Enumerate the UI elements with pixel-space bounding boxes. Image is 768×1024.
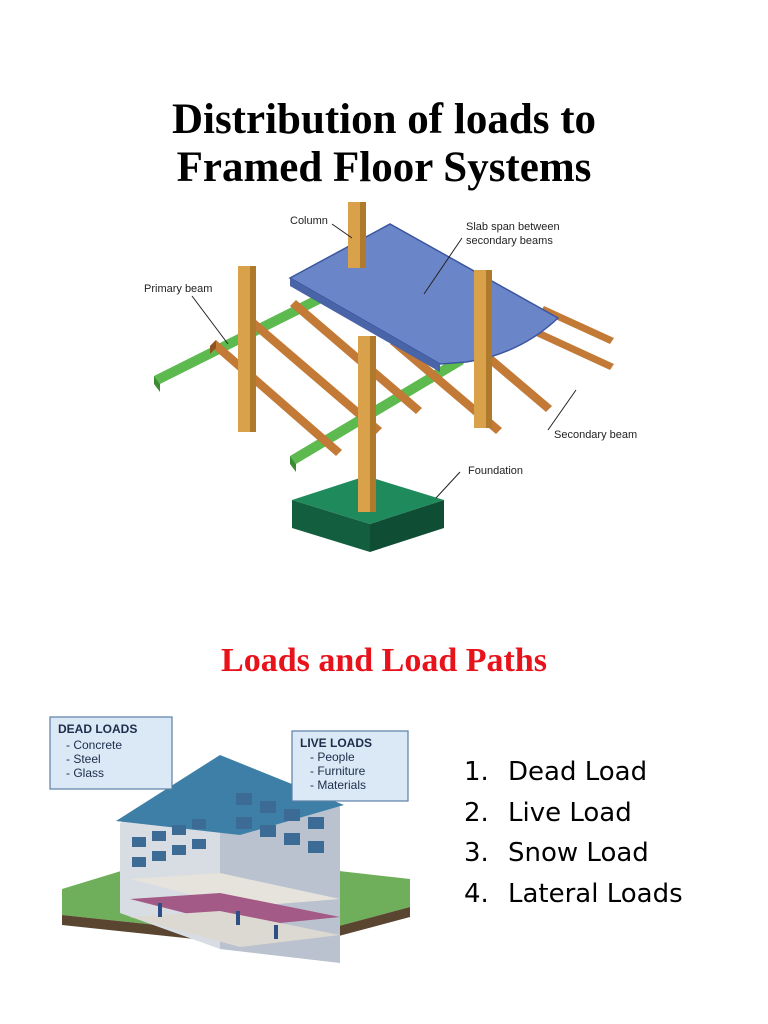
page-title: Distribution of loads to Framed Floor Sy… bbox=[0, 96, 768, 192]
list-item: 3. Snow Load bbox=[464, 833, 683, 874]
column-label: Column bbox=[290, 215, 328, 227]
columns bbox=[238, 202, 492, 512]
building-loads-diagram: DEAD LOADS - Concrete - Steel - Glass LI… bbox=[49, 716, 410, 963]
list-item-label: Snow Load bbox=[508, 838, 649, 869]
list-item: 2. Live Load bbox=[464, 793, 683, 834]
page-title-line-1: Distribution of loads to bbox=[171, 96, 597, 143]
live-loads-heading: LIVE LOADS bbox=[300, 736, 372, 750]
section-subtitle: Loads and Load Paths bbox=[221, 642, 547, 679]
leader-lines bbox=[191, 223, 577, 499]
list-item-number: 1. bbox=[464, 757, 489, 787]
secondary-beam-label: Secondary beam bbox=[554, 429, 637, 441]
dead-loads-heading: DEAD LOADS bbox=[58, 722, 137, 736]
list-item-number: 4. bbox=[464, 879, 489, 910]
live-loads-callout: LIVE LOADS - People - Furniture - Materi… bbox=[291, 730, 409, 802]
list-item-label: Dead Load bbox=[508, 757, 648, 787]
dead-loads-callout: DEAD LOADS - Concrete - Steel - Glass bbox=[49, 716, 173, 790]
slab-label-line-2: secondary beams bbox=[466, 235, 553, 247]
dead-loads-item: - Concrete bbox=[66, 738, 122, 752]
live-loads-item: - People bbox=[310, 750, 355, 764]
list-item: 4. Lateral Loads bbox=[464, 874, 683, 915]
list-item: 1. Dead Load bbox=[464, 752, 683, 793]
live-loads-item: - Furniture bbox=[310, 764, 366, 778]
list-item-label: Live Load bbox=[508, 797, 632, 828]
slab-label-line-1: Slab span between bbox=[466, 221, 560, 233]
live-loads-item: - Materials bbox=[310, 778, 366, 792]
list-item-number: 3. bbox=[464, 838, 489, 869]
load-type-list: 1. Dead Load 2. Live Load 3. Snow Load 4. La… bbox=[464, 752, 683, 915]
framed-floor-diagram: Column Slab span between secondary beams… bbox=[144, 202, 637, 552]
list-item-number: 2. bbox=[464, 797, 489, 828]
dead-loads-item: - Steel bbox=[66, 752, 101, 766]
foundation-label: Foundation bbox=[468, 465, 523, 477]
primary-beam-label: Primary beam bbox=[144, 283, 212, 295]
list-item-label: Lateral Loads bbox=[508, 879, 683, 910]
building-cutaway bbox=[62, 755, 410, 963]
page-title-line-2: Framed Floor Systems bbox=[176, 144, 592, 191]
dead-loads-item: - Glass bbox=[66, 766, 104, 780]
